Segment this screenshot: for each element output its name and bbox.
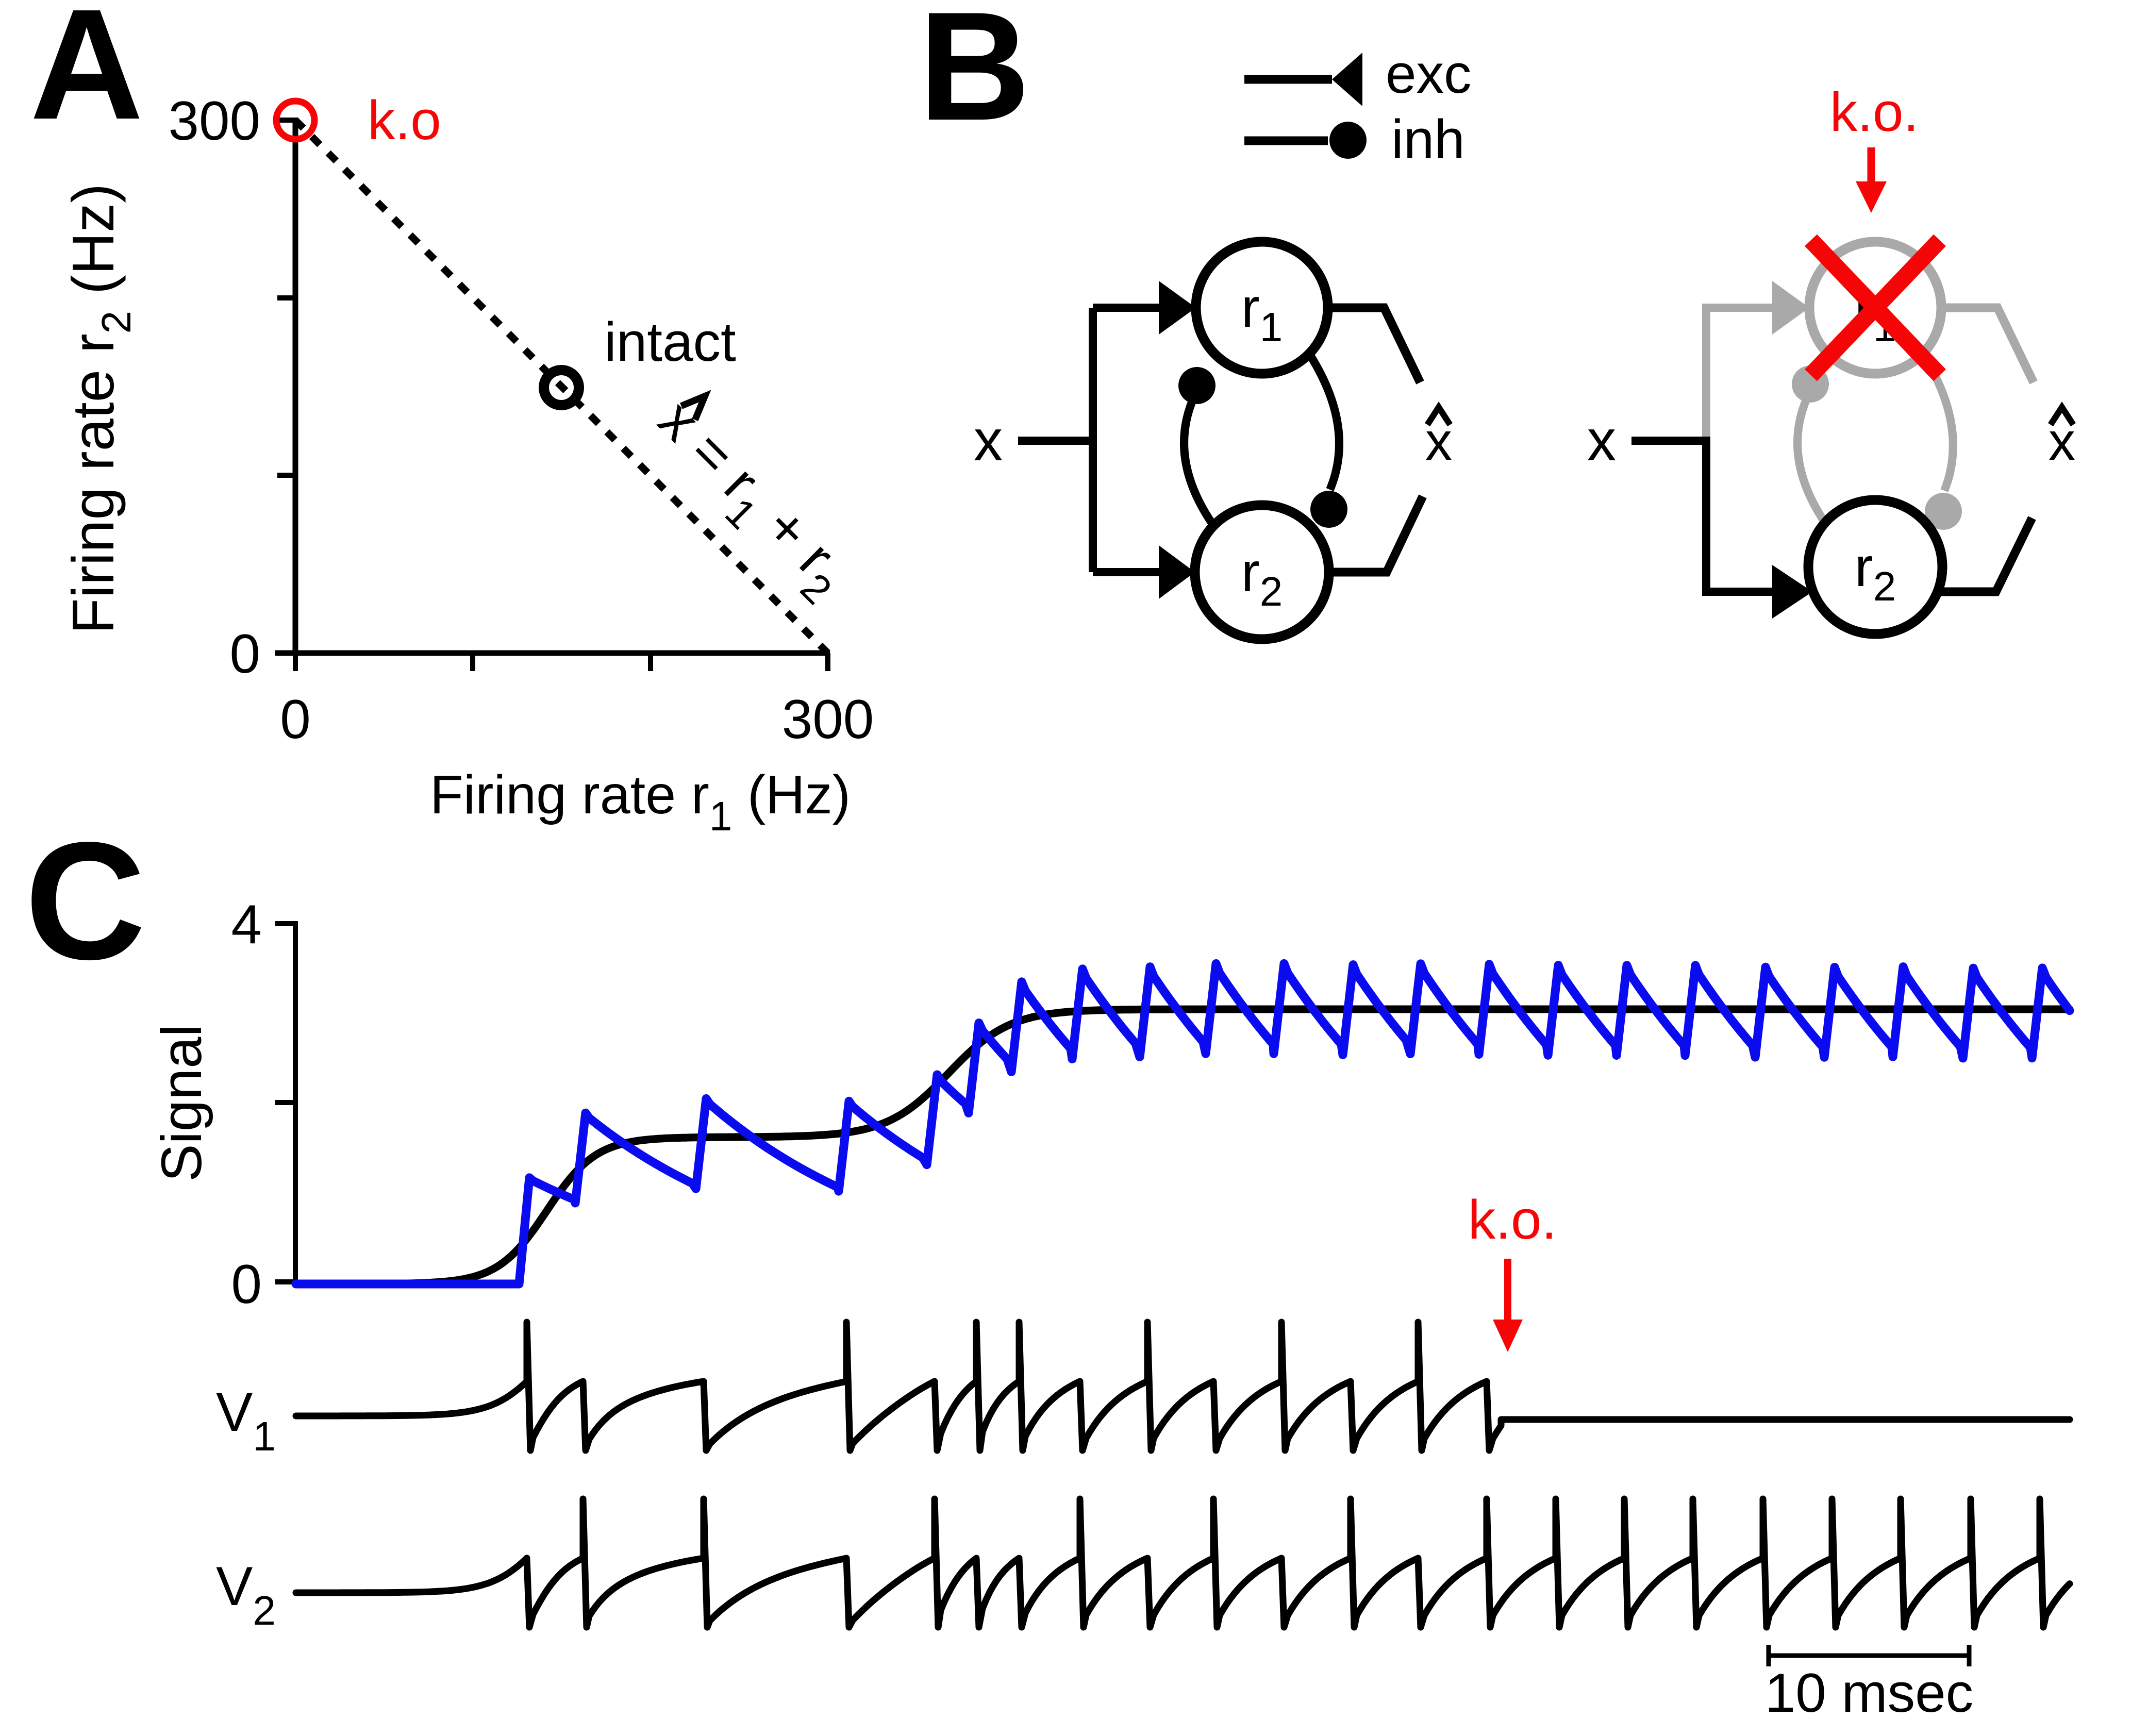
svg-text:0: 0: [229, 623, 260, 685]
svg-text:intact: intact: [604, 311, 736, 373]
svg-text:300: 300: [782, 688, 874, 750]
svg-text:0: 0: [231, 1253, 262, 1315]
svg-text:Firing rate r2 (Hz): Firing rate r2 (Hz): [61, 183, 139, 634]
svg-text:inh: inh: [1391, 108, 1465, 170]
svg-text:10 msec: 10 msec: [1765, 1662, 1973, 1724]
svg-text:A: A: [30, 0, 143, 152]
svg-text:k.o: k.o: [368, 89, 441, 151]
svg-text:k.o.: k.o.: [1830, 81, 1919, 143]
svg-text:B: B: [919, 0, 1030, 153]
svg-text:0: 0: [280, 688, 311, 750]
svg-text:x: x: [1587, 408, 1617, 473]
svg-text:C: C: [25, 807, 146, 994]
svg-text:r2: r2: [1241, 541, 1283, 614]
svg-text:x: x: [974, 408, 1003, 473]
svg-text:Signal: Signal: [150, 1024, 213, 1182]
svg-text:300: 300: [168, 90, 260, 152]
svg-text:4: 4: [231, 893, 262, 955]
svg-text:exc: exc: [1386, 43, 1472, 105]
svg-text:k.o.: k.o.: [1468, 1189, 1557, 1250]
